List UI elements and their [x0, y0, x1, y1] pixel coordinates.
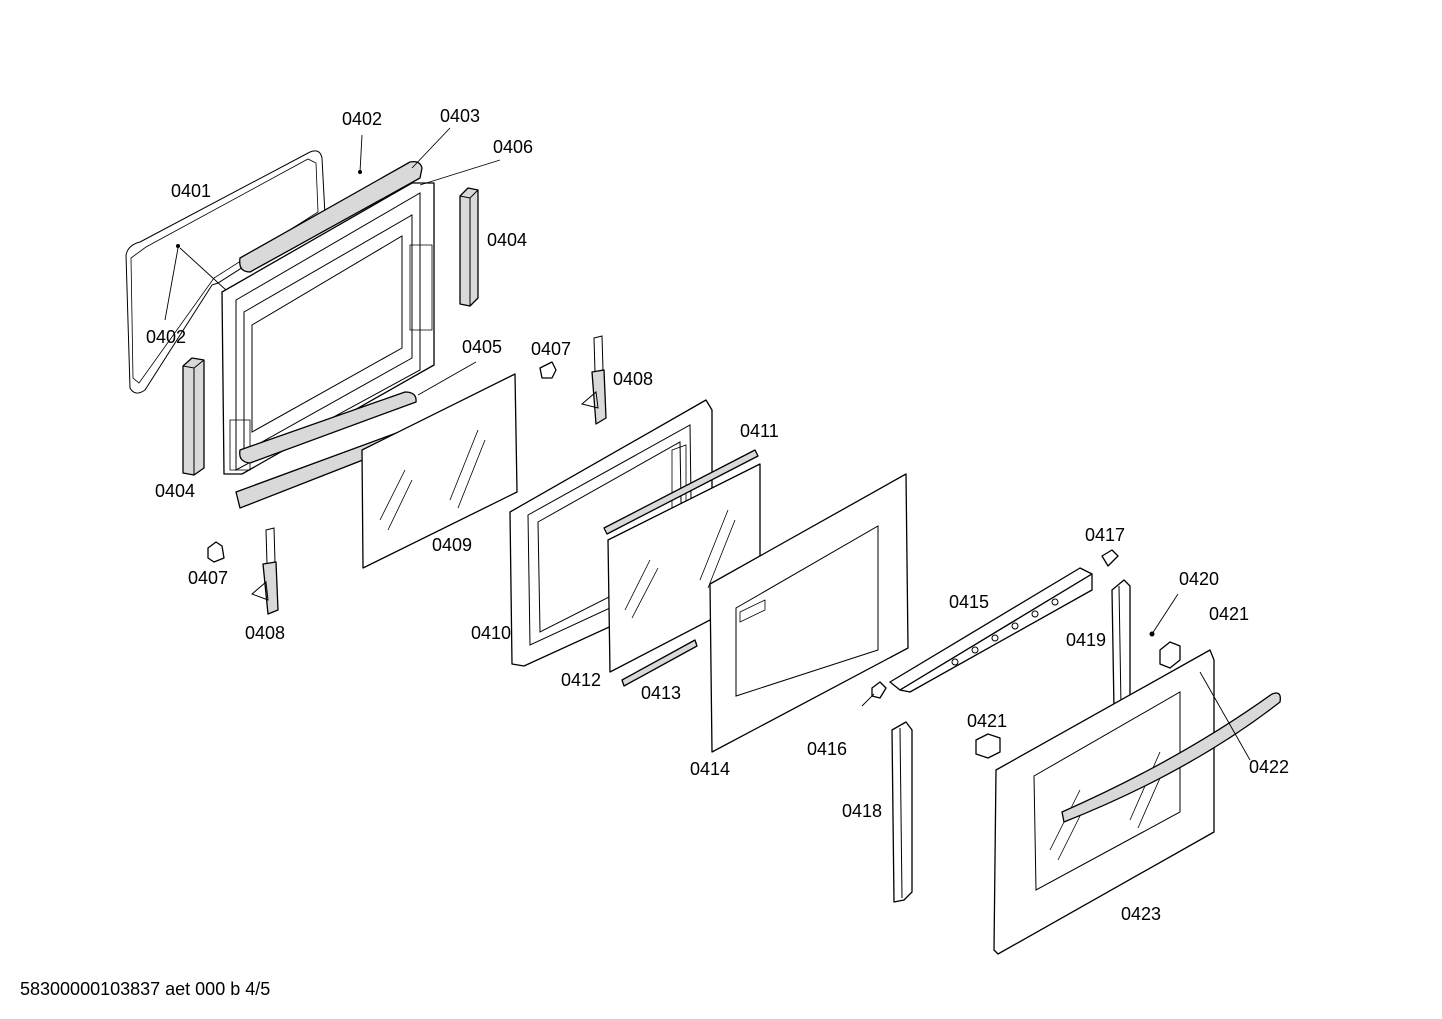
- label-0417: 0417: [1085, 525, 1125, 545]
- top-seal-strip-part-0403: [239, 160, 423, 273]
- label-0406: 0406: [493, 137, 533, 157]
- label-0422: 0422: [1249, 757, 1289, 777]
- part-labels: 0401 0402 0402 0403 0404 0404 0405 0406 …: [146, 106, 1289, 924]
- label-0423: 0423: [1121, 904, 1161, 924]
- label-0416: 0416: [807, 739, 847, 759]
- label-0418: 0418: [842, 801, 882, 821]
- label-0401: 0401: [171, 181, 211, 201]
- inner-door-frame-part-0406: [221, 182, 435, 475]
- lower-seal-strip-part-0405-upper: [239, 391, 417, 464]
- leader-lines: [164, 127, 1251, 761]
- glass-strip-part-0411: [603, 449, 759, 535]
- label-0404-left: 0404: [155, 481, 195, 501]
- glass-strip-part-0413: [621, 639, 698, 687]
- clip-part-0417: [1101, 549, 1119, 567]
- hinge-part-0408-top: [580, 335, 607, 425]
- bracket-part-0421-lower: [975, 733, 1001, 759]
- clip-part-0407-bottom: [207, 541, 225, 563]
- label-0405: 0405: [462, 337, 502, 357]
- label-0415: 0415: [949, 592, 989, 612]
- insulation-block-part-0404-right: [459, 187, 479, 307]
- hinge-part-0408-bottom: [251, 527, 279, 615]
- bracket-part-0421-upper: [1159, 641, 1181, 669]
- label-0410: 0410: [471, 623, 511, 643]
- label-0421-upper: 0421: [1209, 604, 1249, 624]
- clip-part-0416: [871, 681, 887, 699]
- label-0411: 0411: [740, 421, 779, 441]
- label-0421-lower: 0421: [967, 711, 1007, 731]
- control-strip-part-0415: [889, 567, 1093, 693]
- door-gasket-part-0401: [125, 150, 326, 394]
- label-0402-top: 0402: [342, 109, 382, 129]
- label-0408-top: 0408: [613, 369, 653, 389]
- label-0420: 0420: [1179, 569, 1219, 589]
- label-0403: 0403: [440, 106, 480, 126]
- glass-pane-part-0409: [361, 373, 518, 569]
- label-0408-bottom: 0408: [245, 623, 285, 643]
- label-0404-right: 0404: [487, 230, 527, 250]
- label-0407-bottom: 0407: [188, 568, 228, 588]
- label-0412: 0412: [561, 670, 601, 690]
- label-0414: 0414: [690, 759, 730, 779]
- label-0409: 0409: [432, 535, 472, 555]
- side-profile-part-0419: [1111, 579, 1131, 711]
- label-0413: 0413: [641, 683, 681, 703]
- label-0402-left: 0402: [146, 327, 186, 347]
- drawing-reference-code: 58300000103837 aet 000 b 4/5: [20, 979, 271, 999]
- side-profile-part-0418: [891, 721, 913, 903]
- label-0419: 0419: [1066, 630, 1106, 650]
- insulation-block-part-0404-left: [182, 357, 205, 476]
- label-0407-top: 0407: [531, 339, 571, 359]
- clip-part-0407-top: [539, 361, 557, 379]
- inner-panel-part-0414: [709, 473, 909, 753]
- door-handle-part-0422: [1061, 692, 1281, 823]
